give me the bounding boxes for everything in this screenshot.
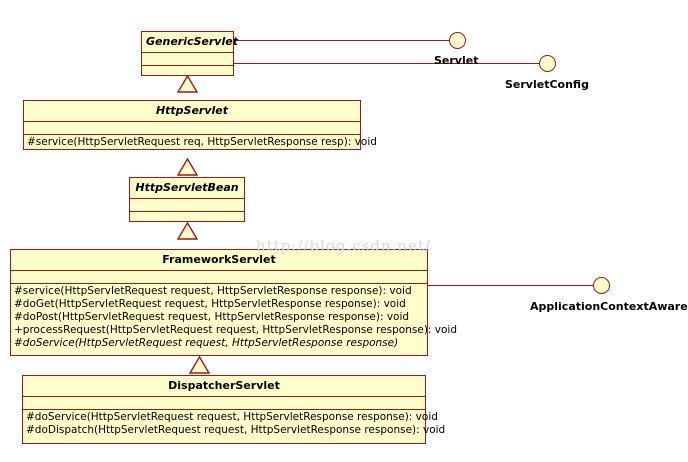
interface-label-application-context-aware: ApplicationContextAware <box>530 300 688 313</box>
interface-lollipop-servlet[interactable] <box>449 32 466 49</box>
operation-framework-servlet-service: #service(HttpServletRequest request, Htt… <box>14 285 412 297</box>
connector-generic-servlet-to-servlet-config <box>233 63 541 64</box>
class-box-framework-servlet[interactable]: FrameworkServlet #service(HttpServletReq… <box>10 249 458 356</box>
interface-label-servlet: Servlet <box>434 54 479 67</box>
class-box-http-servlet[interactable]: HttpServlet #service(HttpServletRequest … <box>23 100 377 151</box>
generalization-arrow-http-servlet-bean-to-http-servlet <box>176 158 199 176</box>
class-box-http-servlet-bean[interactable]: HttpServletBean <box>129 177 245 222</box>
operation-framework-servlet-doservice: #doService(HttpServletRequest request, H… <box>14 337 399 349</box>
class-attributes-http-servlet-bean <box>130 199 244 212</box>
class-operations-framework-servlet: #service(HttpServletRequest request, Htt… <box>11 284 458 352</box>
operation-dispatcher-servlet-doservice: #doService(HttpServletRequest request, H… <box>26 411 438 423</box>
class-attributes-framework-servlet <box>11 271 427 284</box>
operation-framework-servlet-processrequest: +processRequest(HttpServletRequest reque… <box>14 324 458 336</box>
class-box-dispatcher-servlet[interactable]: DispatcherServlet #doService(HttpServlet… <box>22 375 446 444</box>
class-name-http-servlet: HttpServlet <box>24 101 360 122</box>
operation-http-servlet-service: #service(HttpServletRequest req, HttpSer… <box>27 136 377 148</box>
class-name-framework-servlet: FrameworkServlet <box>11 250 427 271</box>
class-attributes-http-servlet <box>24 122 360 135</box>
connector-generic-servlet-to-servlet <box>233 40 451 41</box>
class-name-generic-servlet: GenericServlet <box>142 32 238 53</box>
class-box-generic-servlet[interactable]: GenericServlet <box>141 31 238 76</box>
generalization-arrow-http-servlet-to-generic-servlet <box>176 75 199 93</box>
interface-lollipop-application-context-aware[interactable] <box>593 277 610 294</box>
operation-framework-servlet-dopost: #doPost(HttpServletRequest request, Http… <box>14 311 410 323</box>
class-name-http-servlet-bean: HttpServletBean <box>130 178 244 199</box>
interface-lollipop-servlet-config[interactable] <box>539 55 556 72</box>
class-operations-http-servlet: #service(HttpServletRequest req, HttpSer… <box>24 135 377 151</box>
connector-framework-servlet-to-application-context-aware <box>428 285 595 286</box>
class-name-dispatcher-servlet: DispatcherServlet <box>23 376 425 397</box>
generalization-arrow-dispatcher-servlet-to-framework-servlet <box>188 356 211 374</box>
operation-framework-servlet-doget: #doGet(HttpServletRequest request, HttpS… <box>14 298 406 310</box>
interface-label-servlet-config: ServletConfig <box>505 78 589 91</box>
class-operations-dispatcher-servlet: #doService(HttpServletRequest request, H… <box>23 410 446 439</box>
generalization-arrow-framework-servlet-to-http-servlet-bean <box>176 222 199 240</box>
class-attributes-generic-servlet <box>142 53 233 66</box>
operation-dispatcher-servlet-dodispatch: #doDispatch(HttpServletRequest request, … <box>26 424 446 436</box>
class-attributes-dispatcher-servlet <box>23 397 425 410</box>
